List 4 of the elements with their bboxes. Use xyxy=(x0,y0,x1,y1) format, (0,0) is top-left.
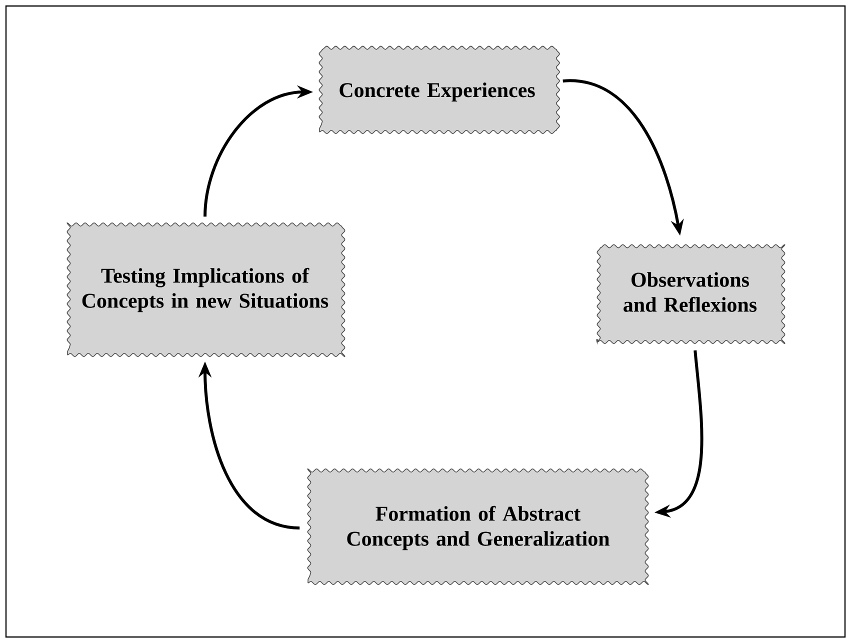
stone-box: Formation of Abstract Concepts and Generalization xyxy=(307,468,649,585)
stone-box: Observations and Reflexions xyxy=(596,244,786,344)
stone-box: Testing Implications of Concepts in new Situations xyxy=(66,222,346,357)
stone-box: Concrete Experiences xyxy=(318,46,560,134)
